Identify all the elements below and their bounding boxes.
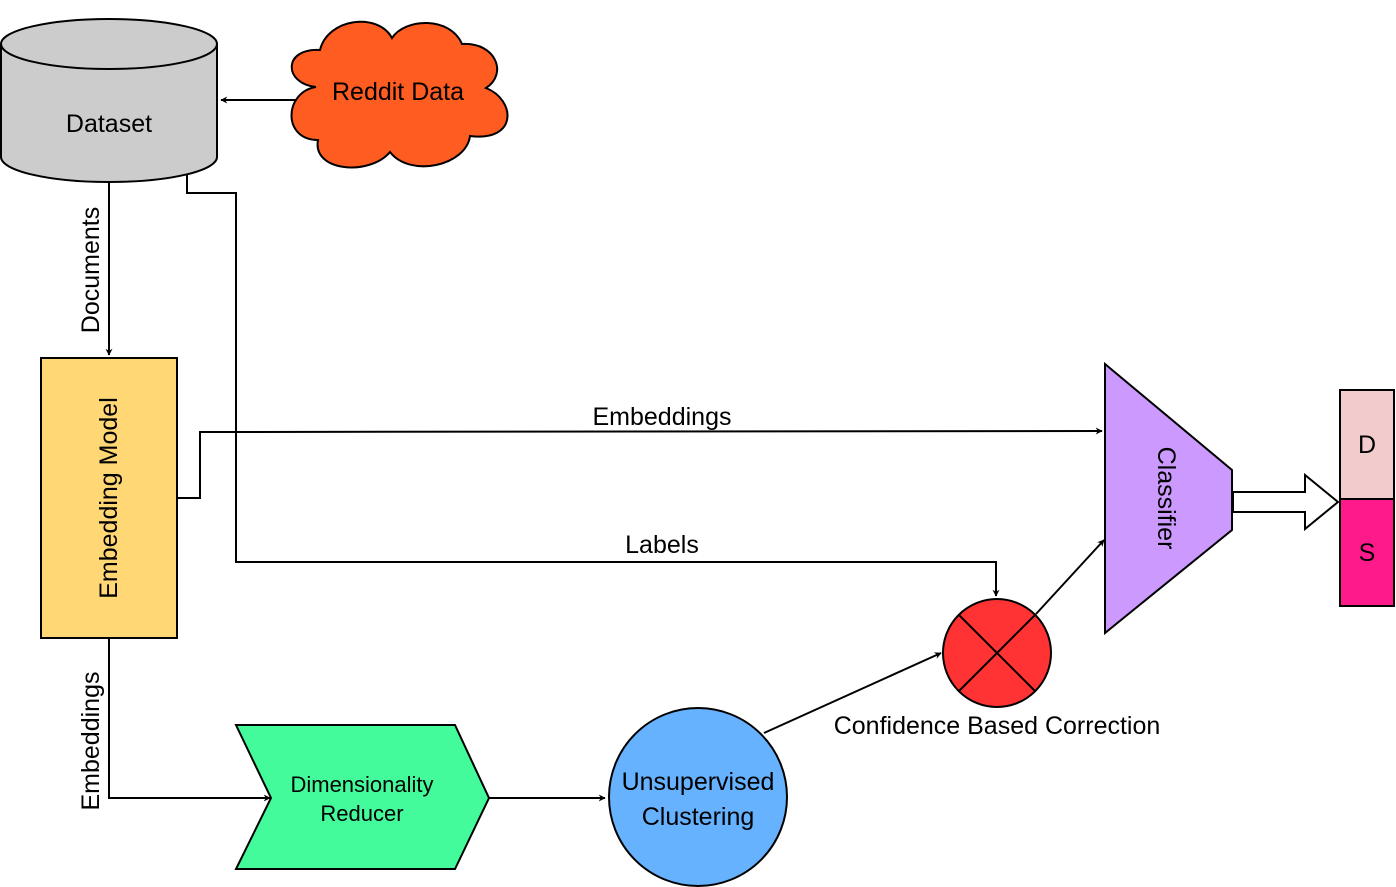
- output-s-box: [1339, 498, 1395, 607]
- clustering-label-line2: Clustering: [642, 803, 755, 831]
- documents-edge-label: Documents: [77, 207, 105, 333]
- reddit-data-node: Reddit Data: [290, 20, 509, 169]
- classifier-label: Classifier: [1152, 447, 1180, 550]
- unsupervised-clustering-node: Unsupervised Clustering: [608, 707, 788, 887]
- edge-embedding-model-to-reducer: [108, 638, 271, 802]
- confidence-correction-label: Confidence Based Correction: [834, 712, 1161, 740]
- output-node: D S: [1339, 389, 1395, 607]
- labels-edge-label: Labels: [625, 531, 699, 559]
- output-s-label: S: [1359, 539, 1376, 567]
- reducer-label-line1: Dimensionality: [290, 772, 433, 797]
- output-d-label: D: [1358, 431, 1376, 459]
- dimensionality-reducer-node: Dimensionality Reducer: [234, 724, 491, 870]
- dataset-node: Dataset: [0, 18, 218, 183]
- embeddings-down-edge-label: Embeddings: [77, 672, 105, 811]
- dataset-label: Dataset: [66, 110, 152, 138]
- edge-classifier-to-output: [1232, 472, 1340, 532]
- correction-node: [942, 598, 1052, 708]
- reddit-data-label: Reddit Data: [332, 78, 464, 106]
- edge-clustering-to-correction: [763, 652, 942, 734]
- classifier-node: Classifier: [1104, 361, 1233, 636]
- embedding-model-node: Embedding Model: [40, 357, 178, 639]
- reducer-label-line2: Reducer: [320, 801, 403, 826]
- edge-correction-to-classifier: [1035, 539, 1105, 615]
- output-d-box: [1339, 389, 1395, 500]
- clustering-label-line1: Unsupervised: [622, 768, 775, 796]
- embeddings-top-edge-label: Embeddings: [593, 403, 732, 431]
- embedding-model-label: Embedding Model: [95, 397, 123, 599]
- edge-dataset-to-correction-labels: [186, 175, 1000, 597]
- edge-embedding-model-to-classifier: [177, 427, 1103, 499]
